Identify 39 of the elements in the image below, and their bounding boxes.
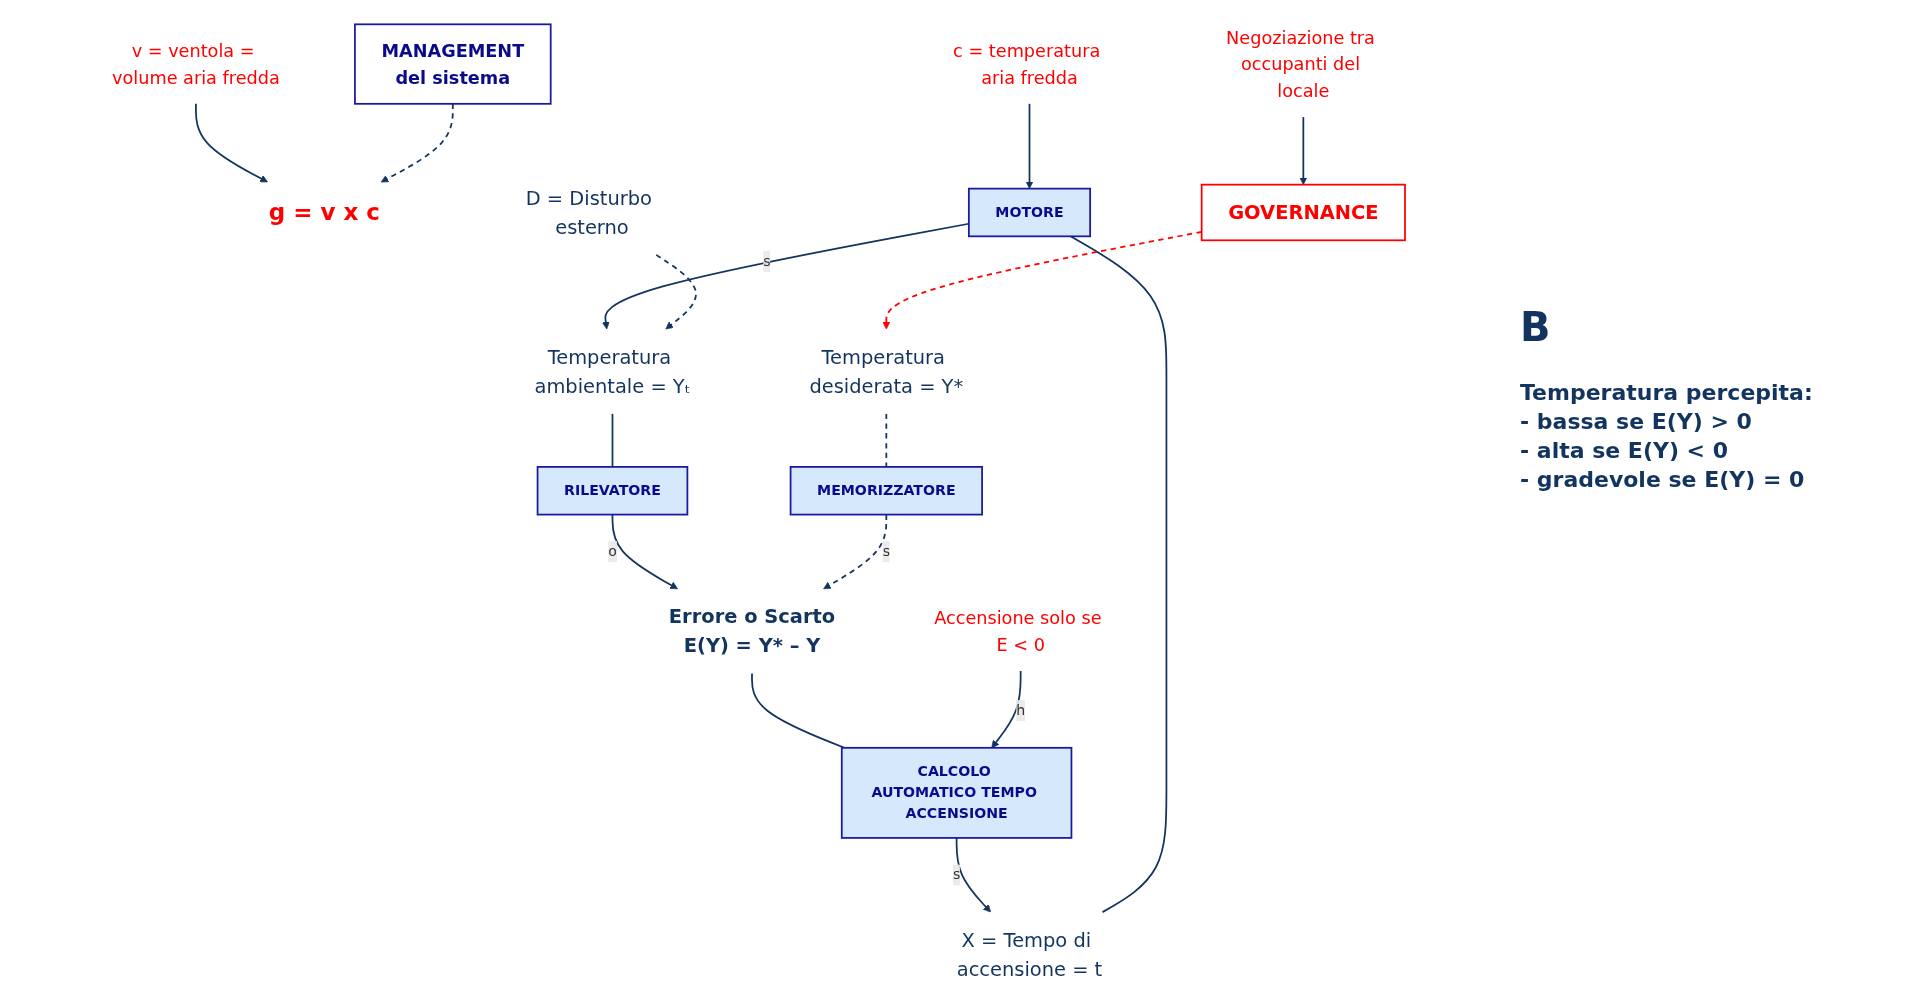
note-text: - bassa se E(Y) > 0	[1520, 409, 1753, 434]
note-text: Temperatura percepita:	[1520, 380, 1814, 405]
arrow	[655, 254, 698, 330]
edge-label: s	[883, 542, 891, 560]
note-text: - alta se E(Y) < 0	[1520, 438, 1729, 463]
edge-label: o	[608, 542, 618, 560]
node-box: RILEVATORE	[537, 466, 689, 516]
node-text: Errore o Scarto E(Y) = Y* – Y	[669, 605, 836, 657]
connector	[611, 413, 614, 468]
note-text: - gradevole se E(Y) = 0	[1520, 467, 1806, 492]
connector	[1070, 235, 1168, 913]
arrow	[381, 102, 455, 183]
node-box: MANAGEMENT del sistema	[354, 23, 552, 105]
edge-label: s	[763, 252, 771, 270]
arrow	[611, 513, 679, 590]
arrow	[823, 513, 888, 590]
arrow	[1026, 102, 1034, 189]
node-text: g = v x c	[269, 198, 381, 226]
node-text: v = ventola = volume aria fredda	[112, 40, 281, 88]
node-text: Temperatura ambientale = Yₜ	[534, 345, 691, 398]
node-box: MOTORE	[968, 187, 1092, 238]
arrow	[195, 102, 269, 183]
node-text: Temperatura desiderata = Y*	[809, 345, 964, 398]
connector	[885, 413, 888, 468]
arrow	[882, 230, 1203, 330]
arrow	[1299, 116, 1308, 185]
arrow	[956, 837, 992, 913]
node-text: X = Tempo di accensione = t	[957, 928, 1103, 981]
node-text: Accensione solo se E < 0	[934, 607, 1102, 656]
edge-label: s	[953, 866, 961, 883]
loop-label: B	[1520, 304, 1552, 350]
node-text: c = temperatura aria fredda	[953, 40, 1101, 88]
node-box: CALCOLO AUTOMATICO TEMPO ACCENSIONE	[841, 746, 1073, 839]
edge-label: h	[1016, 701, 1026, 719]
node-text: Negoziazione tra occupanti del locale	[1226, 26, 1376, 102]
node-text: D = Disturbo esterno	[526, 186, 653, 239]
arrow	[991, 670, 1022, 749]
node-box: GOVERNANCE	[1201, 183, 1407, 242]
node-box: MEMORIZZATORE	[790, 466, 984, 516]
